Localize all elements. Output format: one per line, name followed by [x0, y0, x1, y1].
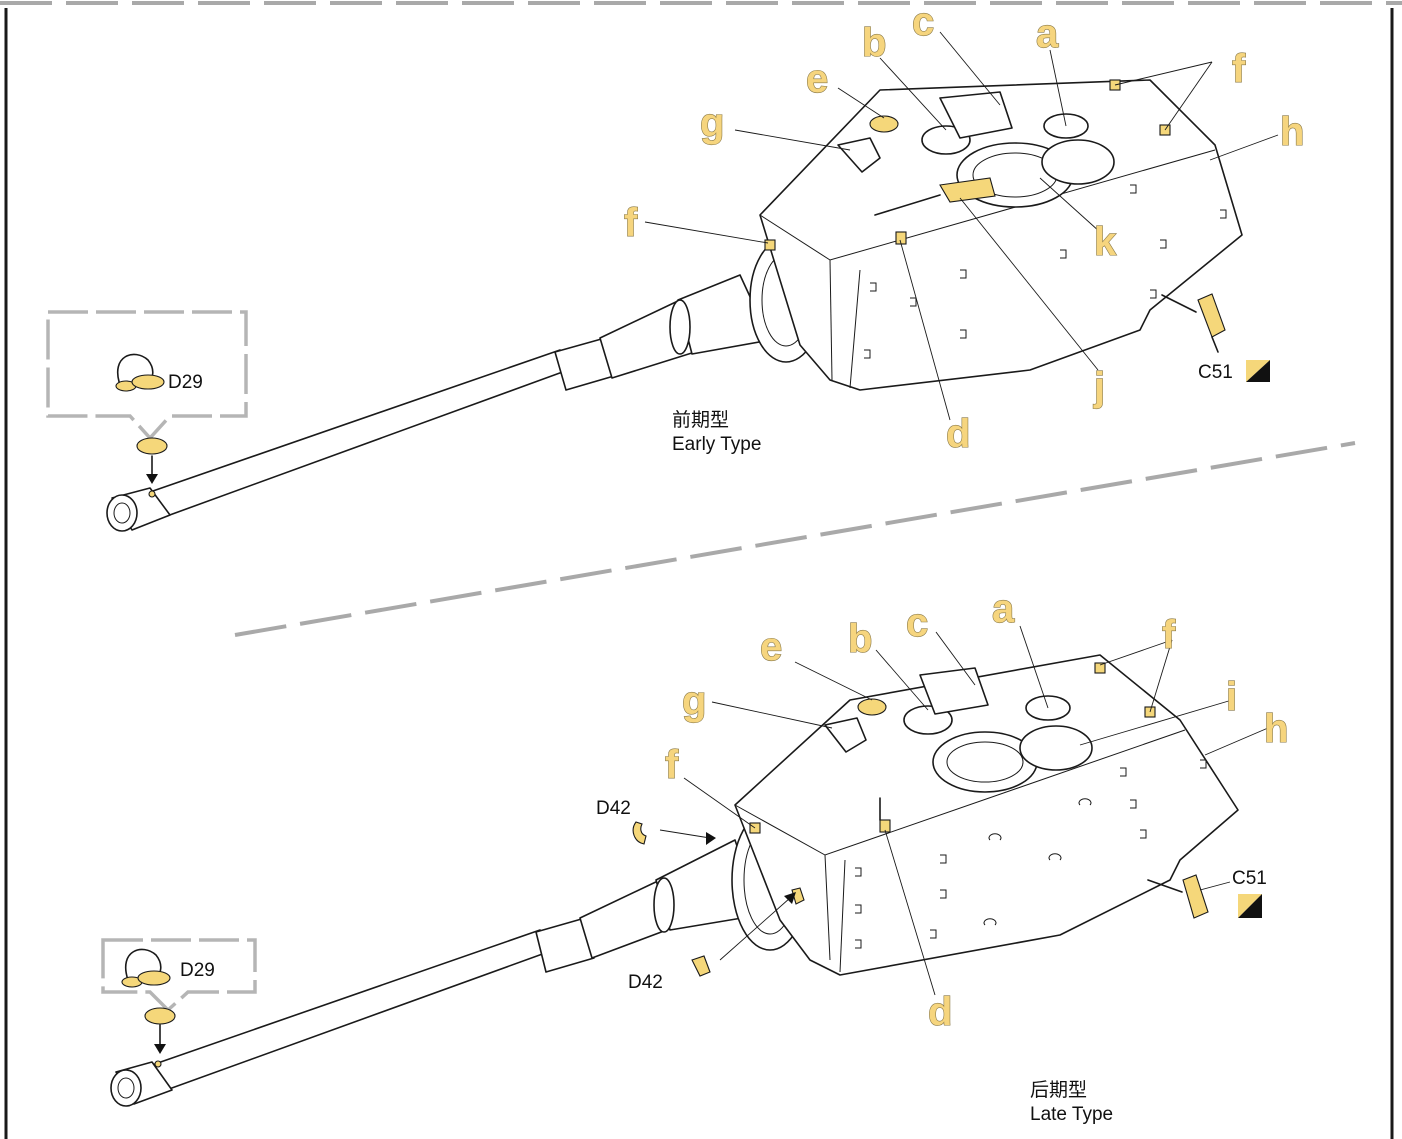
late-type-cn: 后期型: [1030, 1079, 1087, 1101]
early-type-cn: 前期型: [672, 409, 729, 431]
late-label-b: b: [848, 617, 872, 661]
early-label-c: c: [912, 0, 934, 44]
late-label-a: a: [992, 587, 1015, 631]
late-label-d: d: [928, 990, 952, 1034]
early-label-k: k: [1094, 220, 1117, 264]
early-label-g: g: [700, 101, 724, 145]
early-label-f-right: f: [1232, 47, 1246, 91]
early-label-d: d: [946, 412, 970, 456]
late-label-f-left: f: [665, 743, 679, 787]
early-label-f-left: f: [624, 201, 638, 245]
late-d29-callout: D29: [101, 938, 257, 1054]
late-label-f-right: f: [1162, 613, 1176, 657]
late-c51-swatch: [1238, 894, 1262, 918]
late-part-c51: C51: [1232, 868, 1267, 889]
early-leader-lines: [644, 31, 1279, 421]
late-d42-ring-bottom: [691, 955, 711, 977]
early-part-d29: D29: [168, 372, 203, 393]
late-label-g: g: [682, 679, 706, 723]
early-label-j: j: [1093, 365, 1105, 409]
early-label-a: a: [1036, 12, 1059, 56]
late-label-c: c: [906, 601, 928, 645]
late-label-h: h: [1264, 707, 1288, 751]
early-label-e: e: [806, 57, 828, 101]
early-turret-assembly: a b c d e f f g h j k C51 D29 前期型 Early …: [46, 0, 1305, 532]
late-turret-assembly: a b c d e f f g h i D42 D42 C51 D29: [101, 586, 1289, 1125]
late-label-i: i: [1226, 675, 1237, 719]
section-divider: [234, 441, 1356, 637]
early-label-h: h: [1280, 110, 1304, 154]
late-type-en: Late Type: [1030, 1104, 1113, 1125]
early-label-b: b: [862, 21, 886, 65]
early-c51-swatch: [1246, 360, 1270, 382]
late-part-d42-bottom: D42: [628, 972, 663, 993]
late-leader-lines: [659, 625, 1269, 996]
early-part-c51: C51: [1198, 362, 1233, 383]
late-part-d29: D29: [180, 960, 215, 981]
late-label-e: e: [760, 625, 782, 669]
late-turret-body: [734, 654, 1239, 976]
early-type-en: Early Type: [672, 434, 761, 455]
early-turret-body: [759, 79, 1243, 391]
early-d29-callout: D29: [46, 310, 248, 484]
late-d42-ring-top: [632, 821, 647, 845]
late-part-d42-top: D42: [596, 798, 631, 819]
